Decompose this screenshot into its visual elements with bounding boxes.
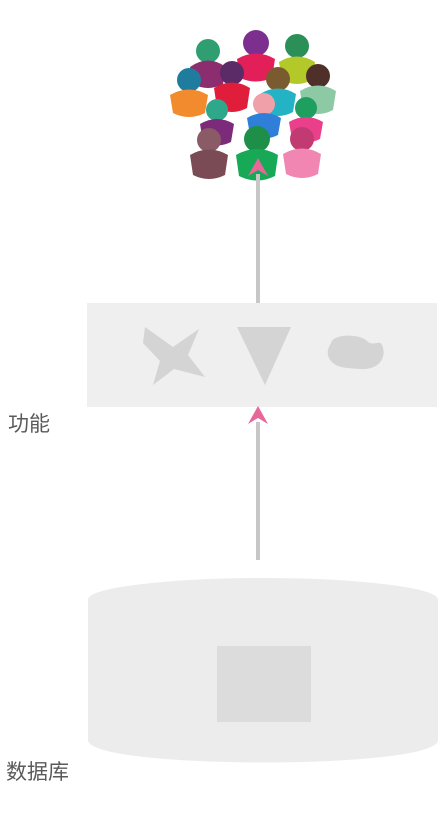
person-figure <box>170 68 208 117</box>
person-figure <box>237 30 275 82</box>
function-box <box>87 303 437 407</box>
person-figure <box>283 127 321 178</box>
people-group-icon <box>170 30 336 181</box>
triangle-shape-icon <box>237 327 291 385</box>
function-label: 功能 <box>8 412 50 436</box>
function-shapes <box>143 327 384 385</box>
database-cylinder-icon <box>88 578 438 763</box>
up-arrow-icon <box>248 158 268 304</box>
database-label: 数据库 <box>6 760 69 784</box>
up-arrow-icon <box>248 406 268 560</box>
person-figure <box>190 128 228 179</box>
x-shape-icon <box>143 327 205 385</box>
blob-shape-icon <box>327 335 384 370</box>
